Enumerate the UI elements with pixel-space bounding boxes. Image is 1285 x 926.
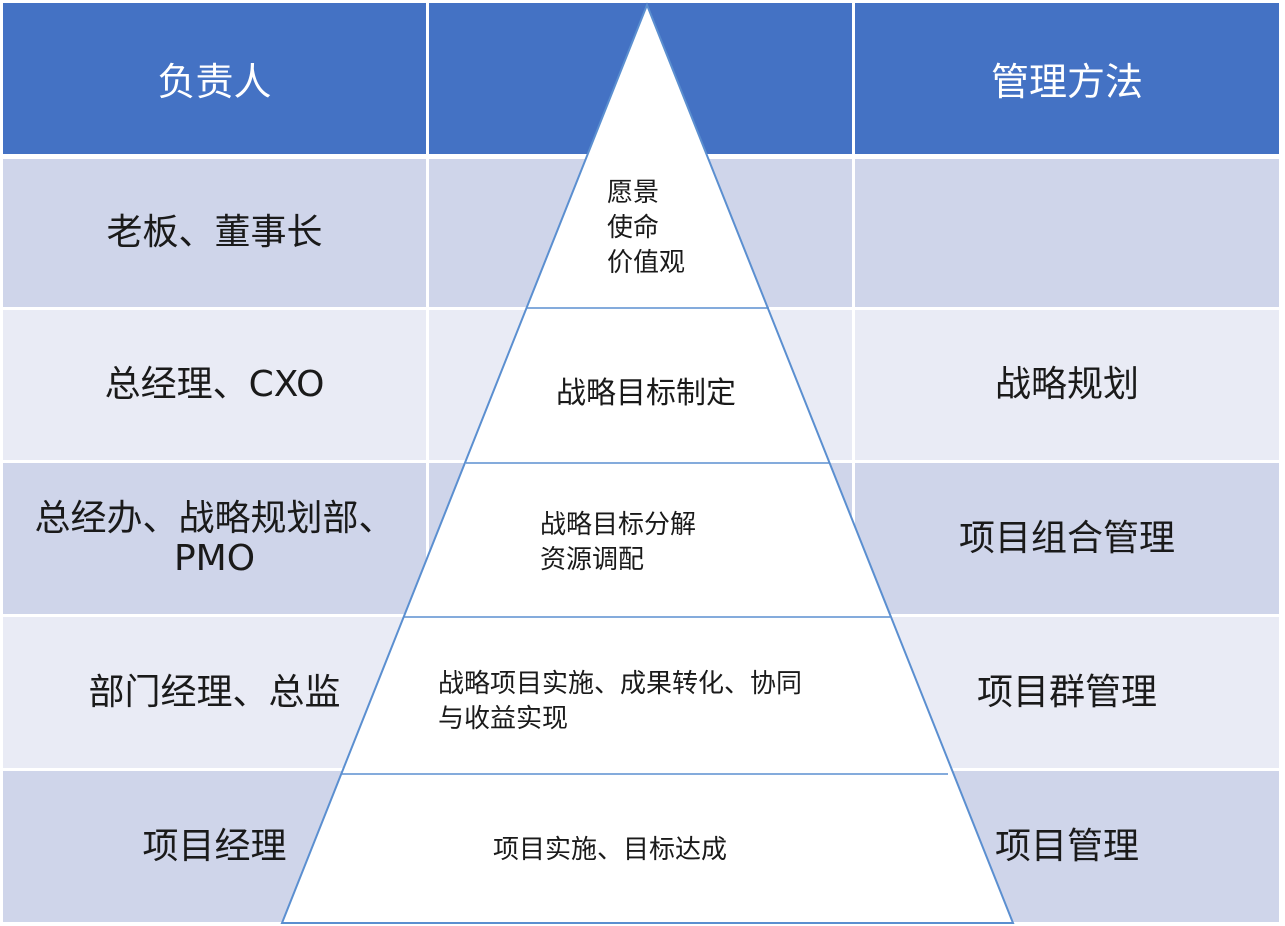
level-line: 与收益实现 bbox=[438, 704, 569, 734]
owner-line: PMO bbox=[173, 537, 256, 579]
level-line: 价值观 bbox=[607, 248, 686, 278]
method-cell-1 bbox=[855, 159, 1279, 307]
owner-cell-1: 老板、董事长 bbox=[3, 159, 426, 307]
level-line: 资源调配 bbox=[540, 545, 645, 575]
pyramid-shape bbox=[280, 2, 1015, 924]
pyramid-level-1-text: 愿景 使命 价值观 bbox=[607, 176, 685, 281]
header-method: 管理方法 bbox=[855, 3, 1279, 154]
owner-line: 总经办、战略规划部、 bbox=[34, 497, 395, 539]
owner-cell-3: 总经办、战略规划部、 PMO bbox=[3, 463, 426, 614]
level-line: 战略项目实施、成果转化、协同 bbox=[438, 669, 803, 699]
method-cell-2: 战略规划 bbox=[855, 310, 1279, 460]
pyramid-level-3-text: 战略目标分解 资源调配 bbox=[540, 508, 696, 578]
header-owner: 负责人 bbox=[3, 3, 426, 154]
level-line: 使命 bbox=[607, 213, 660, 243]
level-line: 愿景 bbox=[607, 178, 660, 208]
owner-cell-2: 总经理、CXO bbox=[3, 310, 426, 460]
level-line: 战略目标分解 bbox=[540, 510, 697, 540]
pyramid-level-2-text: 战略目标制定 bbox=[556, 376, 736, 411]
level-line: 战略目标制定 bbox=[556, 376, 736, 411]
level-line: 项目实施、目标达成 bbox=[493, 835, 728, 865]
pyramid-level-4-text: 战略项目实施、成果转化、协同 与收益实现 bbox=[438, 667, 802, 737]
pyramid-level-5-text: 项目实施、目标达成 bbox=[493, 833, 727, 868]
method-cell-3: 项目组合管理 bbox=[855, 463, 1279, 614]
